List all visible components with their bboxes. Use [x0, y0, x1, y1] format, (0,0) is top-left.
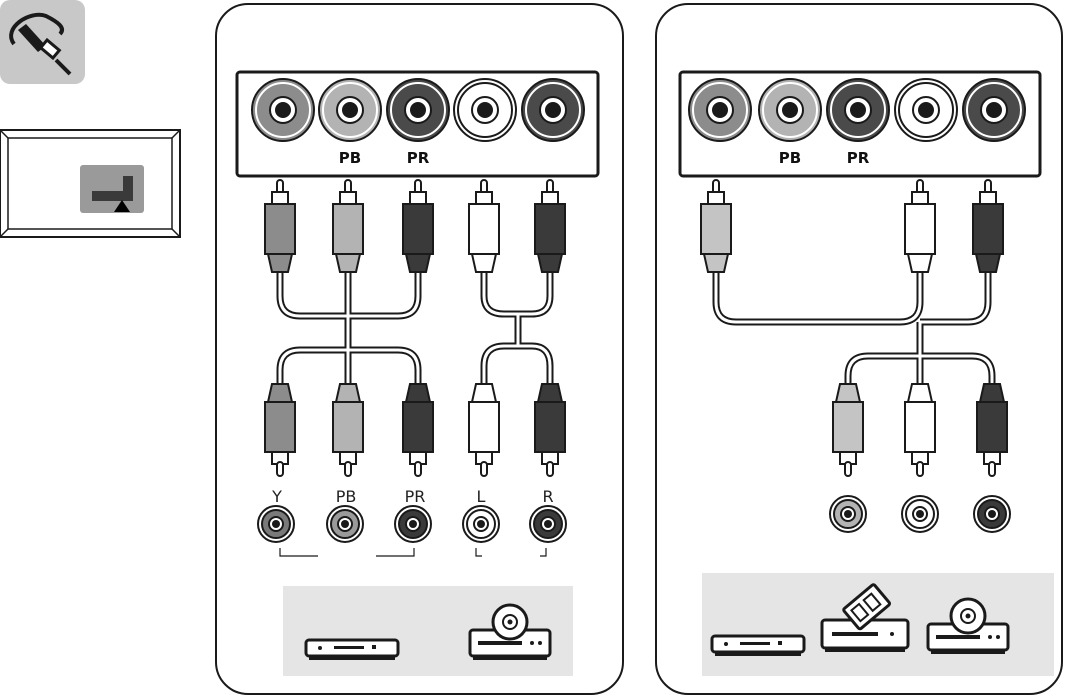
panel-b-jack-1: [689, 79, 751, 141]
panel-b-label-pr: PR: [847, 149, 870, 167]
device-label-y: Y: [271, 487, 282, 506]
device-label-r: R: [542, 487, 553, 506]
panel-b-label-pb: PB: [779, 149, 801, 167]
tv-connector-location-icon: [0, 130, 180, 237]
panel-a: PB PR: [216, 4, 623, 694]
device-label-pb: PB: [336, 487, 357, 506]
panel-a-jack-pr: [387, 79, 449, 141]
device-a-jack-l: [463, 506, 499, 542]
device-a-jack-pr: [395, 506, 431, 542]
panel-b-jack-5: [963, 79, 1025, 141]
panel-a-jack-r: [522, 79, 584, 141]
panel-b-jack-4: [895, 79, 957, 141]
device-b-jack-1: [830, 496, 866, 532]
dvd-player-icon: [712, 636, 804, 656]
panel-b-jack-pb: [759, 79, 821, 141]
device-a-jack-y: [258, 506, 294, 542]
panel-a-jack-l: [454, 79, 516, 141]
panel-a-label-pr: PR: [407, 149, 430, 167]
device-a-jack-r: [530, 506, 566, 542]
device-label-pr: PR: [405, 487, 426, 506]
dvd-player-icon: [306, 640, 398, 660]
panel-a-label-pb: PB: [339, 149, 361, 167]
panel-b: PB PR: [656, 4, 1062, 694]
device-b-jack-2: [902, 496, 938, 532]
device-b-jack-3: [974, 496, 1010, 532]
panel-b-jack-pr: [827, 79, 889, 141]
cable-plug-icon: [0, 0, 85, 84]
device-a-jack-pb: [327, 506, 363, 542]
device-label-l: L: [477, 487, 486, 506]
panel-a-jack-y: [252, 79, 314, 141]
panel-a-jack-pb: [319, 79, 381, 141]
